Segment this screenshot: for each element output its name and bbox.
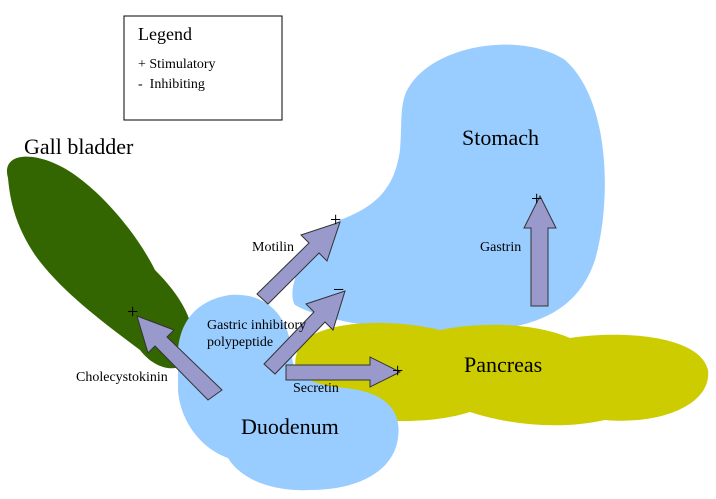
secretin-arrow bbox=[285, 356, 402, 388]
stomach-shape bbox=[292, 44, 605, 332]
legend-box bbox=[123, 15, 283, 121]
secretin-sign: + bbox=[392, 360, 403, 382]
legend-item-stimulatory: + Stimulatory bbox=[138, 57, 216, 72]
gastrin-arrow bbox=[523, 194, 557, 307]
gastrin-label: Gastrin bbox=[480, 240, 521, 255]
gall-bladder-shape bbox=[6, 156, 194, 369]
duodenum-shape bbox=[177, 294, 399, 491]
secretin-label: Secretin bbox=[293, 381, 339, 396]
motilin-arrow bbox=[256, 221, 341, 305]
cholecystokinin-label: Cholecystokinin bbox=[76, 370, 168, 385]
cholecystokinin-sign: + bbox=[127, 301, 138, 323]
arrows bbox=[136, 194, 557, 401]
gall-bladder-label: Gall bladder bbox=[24, 134, 134, 159]
motilin-sign: + bbox=[330, 209, 341, 231]
legend: Legend + Stimulatory - Inhibiting bbox=[123, 15, 283, 121]
cholecystokinin-arrow bbox=[136, 315, 223, 401]
legend-item-inhibiting: - Inhibiting bbox=[138, 77, 205, 92]
gastrin-sign: + bbox=[531, 188, 542, 210]
legend-title: Legend bbox=[138, 24, 192, 44]
pancreas-shape bbox=[295, 322, 709, 426]
stomach-label: Stomach bbox=[462, 125, 539, 150]
gip-arrow bbox=[263, 290, 346, 375]
gip-label-line1: Gastric inhibitory bbox=[207, 318, 306, 333]
duodenum-label: Duodenum bbox=[241, 414, 339, 439]
motilin-label: Motilin bbox=[252, 240, 294, 255]
pancreas-label: Pancreas bbox=[464, 352, 542, 377]
gip-sign: − bbox=[333, 279, 344, 301]
gip-label-line2: polypeptide bbox=[207, 335, 273, 350]
